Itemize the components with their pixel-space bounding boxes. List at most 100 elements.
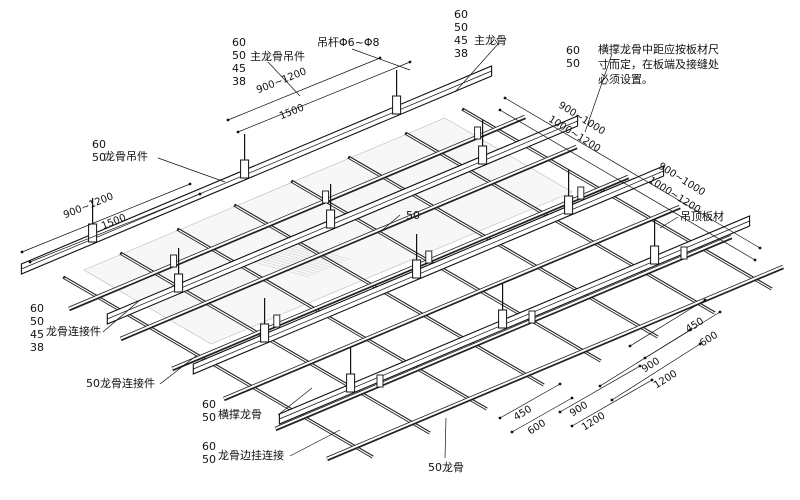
dim-line-top-b — [237, 61, 411, 133]
main-keel-sizes-top: 60 50 45 38 — [454, 8, 468, 60]
dim-line-b-b — [511, 397, 573, 433]
edge-connector-sizes: 60 50 — [202, 440, 216, 466]
board-hatch — [273, 248, 336, 267]
keel-hanger-label: 龙骨吊件 — [104, 150, 148, 163]
size-50: 50 — [454, 21, 468, 34]
dim-tick — [688, 328, 692, 332]
main-keel-sizes-left: 60 50 45 38 — [232, 36, 246, 88]
hanger-clip — [412, 259, 422, 279]
main-keel-hanger-label: 主龙骨吊件 — [250, 50, 305, 63]
hanger-clip — [88, 223, 98, 243]
dim-line-right-a — [504, 97, 761, 249]
dim-tick — [570, 424, 574, 428]
dim-tick — [28, 260, 32, 264]
dim-tick — [226, 118, 230, 122]
cross-keel-highlight — [349, 157, 660, 339]
secondary-keel-face — [68, 115, 526, 310]
leader-keel-hanger — [157, 157, 226, 183]
main-keel-edge — [107, 120, 578, 320]
board-hatch — [246, 259, 309, 278]
cross-keel-highlight — [235, 205, 546, 387]
dim-tick — [650, 378, 654, 382]
hanger-clip — [564, 195, 574, 215]
board-hatch — [269, 250, 332, 268]
cross-keel-highlight — [292, 181, 603, 363]
dim-tick — [20, 250, 24, 254]
dim-tick — [503, 96, 507, 100]
dim-tick — [610, 398, 614, 402]
keel-hanger — [273, 314, 281, 328]
main-keels — [20, 65, 751, 425]
size-38: 38 — [232, 75, 246, 88]
size-60: 60 — [92, 138, 106, 151]
secondary-keel-face — [120, 145, 578, 340]
board-hatch — [254, 256, 317, 275]
keel-hanger — [474, 126, 482, 140]
hanger-rod-label: 吊杆Φ6~Φ8 — [317, 36, 380, 49]
secondary-keel-face — [275, 235, 732, 430]
cross-keels — [62, 107, 774, 459]
dim-line-b-c — [559, 365, 641, 413]
hanger-clip — [326, 209, 336, 229]
dim-line-top-a — [227, 57, 381, 121]
leader-main-keel-hanger — [267, 61, 301, 97]
keel-connector-sizes: 60 50 45 38 — [30, 302, 44, 354]
dim-tick — [758, 246, 762, 250]
dim-tick — [753, 258, 757, 262]
keel-hanger — [680, 246, 688, 260]
leader-lines — [102, 39, 679, 459]
dim-line-b-a — [499, 383, 561, 419]
dim-tick — [510, 430, 514, 434]
board-hatch — [262, 253, 325, 271]
hanger-clip — [346, 373, 356, 393]
cross-keel-highlight — [178, 229, 489, 411]
dim-tick — [236, 130, 240, 134]
board-hatch — [281, 245, 344, 263]
dim-tick — [638, 364, 642, 368]
cross-keel-highlight — [64, 277, 375, 459]
board-hatch — [288, 242, 351, 260]
cross-keel-highlight — [121, 253, 432, 435]
keel-hanger — [376, 374, 384, 388]
size-60: 60 — [202, 440, 216, 453]
dim-line-r-a — [629, 299, 706, 347]
dim-tick — [703, 298, 707, 302]
size-50: 50 — [30, 315, 44, 328]
dim-tick — [408, 60, 412, 64]
size-50: 50 — [202, 411, 216, 424]
board-hatch — [258, 254, 321, 273]
size-50: 50 — [92, 151, 106, 164]
secondary-keel-face — [171, 175, 629, 370]
dim-line-left-a — [21, 183, 191, 253]
size-50-label: 50 — [406, 209, 420, 222]
dim-line-r-d — [611, 343, 701, 401]
size-60: 60 — [566, 44, 580, 57]
hanger-clip — [498, 309, 508, 329]
ceiling-board-label: 吊顶板材 — [680, 210, 724, 223]
dim-line-b-d — [571, 379, 653, 427]
leader-note — [584, 53, 613, 133]
secondary-keels — [68, 114, 784, 462]
dim-tick — [570, 396, 574, 400]
main-keel-label: 主龙骨 — [474, 34, 507, 47]
hanger-clip — [392, 95, 402, 115]
dim-tick — [698, 342, 702, 346]
size-45: 45 — [232, 62, 246, 75]
dim-tick — [558, 410, 562, 414]
size-50: 50 — [232, 49, 246, 62]
dim-tick — [198, 192, 202, 196]
cross-keel-highlight — [463, 109, 774, 291]
leader-keel50-connector — [159, 355, 197, 385]
keel-hanger — [528, 310, 536, 324]
keel-connector-label: 龙骨连接件 — [46, 325, 101, 338]
leader-main-keel — [454, 39, 499, 93]
size-60: 60 — [30, 302, 44, 315]
size-60: 60 — [232, 36, 246, 49]
keel50-connector-label: 50龙骨连接件 — [86, 377, 155, 390]
main-keel-edge — [279, 220, 750, 420]
dim-tick — [188, 182, 192, 186]
dim-tick — [498, 416, 502, 420]
size-50: 50 — [202, 453, 216, 466]
secondary-keel-face — [223, 205, 681, 400]
leader-hanger-rod — [351, 48, 411, 71]
